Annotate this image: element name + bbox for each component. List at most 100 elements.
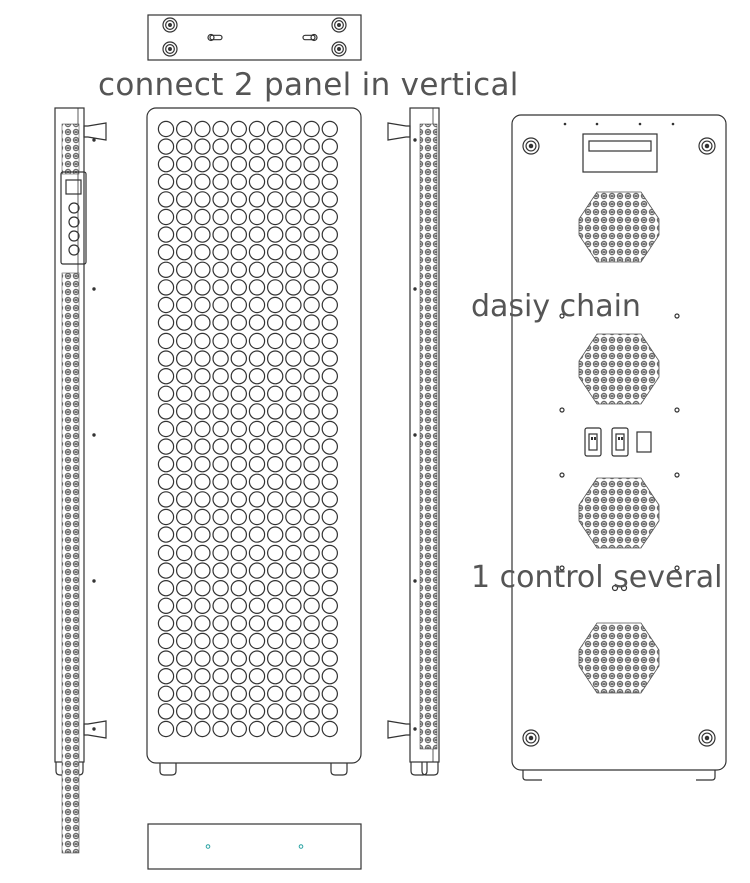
led-lens [267, 491, 284, 508]
led-lens [212, 526, 229, 543]
led-lens [175, 526, 193, 543]
right-side-view [387, 107, 440, 776]
led-lens [194, 491, 211, 508]
led-lens [194, 685, 211, 703]
led-lens [303, 155, 320, 173]
led-lens [212, 580, 229, 597]
led-lens [157, 261, 175, 278]
foot [696, 770, 716, 781]
rocker-switch-icon [636, 431, 652, 453]
led-lens [248, 403, 266, 420]
led-lens [230, 508, 247, 526]
foot [330, 763, 348, 776]
screw-hole-icon [698, 137, 716, 155]
led-lens [267, 438, 284, 455]
led-lens [212, 562, 229, 579]
led-lens [157, 526, 175, 543]
led-lens [248, 632, 266, 650]
led-lens [285, 615, 302, 632]
led-lens [212, 368, 229, 385]
led-lens [194, 456, 211, 473]
led-lens [175, 243, 193, 261]
led-lens [303, 191, 320, 208]
led-lens [303, 473, 320, 490]
led-lens [285, 508, 302, 526]
led-lens [248, 491, 266, 508]
led-lens [230, 562, 247, 579]
led-lens [285, 668, 302, 685]
led-lens [248, 261, 266, 278]
led-lens [157, 632, 175, 650]
led-lens [194, 703, 211, 720]
indicator-dot [413, 579, 417, 583]
led-lens [248, 350, 266, 367]
led-lens [267, 368, 284, 385]
led-lens [267, 720, 284, 738]
led-lens [285, 632, 302, 650]
led-lens [175, 261, 193, 278]
led-lens [230, 279, 247, 296]
indicator-dot [413, 138, 417, 142]
led-lens [248, 243, 266, 261]
led-lens [230, 403, 247, 420]
led-lens [230, 685, 247, 703]
led-lens [248, 508, 266, 526]
led-lens [175, 668, 193, 685]
iec-power-socket-icon [611, 427, 629, 457]
led-lens [230, 261, 247, 278]
led-lens [230, 580, 247, 597]
led-lens [285, 544, 302, 562]
vent-dot [638, 122, 642, 126]
handle-grip [588, 140, 652, 152]
led-lens [303, 243, 320, 261]
led-lens [157, 155, 175, 173]
led-lens [194, 155, 211, 173]
led-lens [248, 138, 266, 155]
led-lens [303, 350, 320, 367]
led-lens [194, 296, 211, 314]
led-lens [248, 314, 266, 331]
led-lens [267, 403, 284, 420]
led-lens [230, 173, 247, 190]
led-strip [419, 123, 438, 750]
screw-hole-icon [522, 137, 540, 155]
bracket-plate [147, 14, 362, 61]
led-lens [212, 473, 229, 490]
led-lens [212, 615, 229, 632]
led-lens [157, 438, 175, 455]
led-lens [157, 368, 175, 385]
mounting-hole [559, 472, 565, 478]
led-lens [303, 138, 320, 155]
iec-power-socket-icon [584, 427, 602, 457]
control-display [65, 179, 82, 195]
control-button [68, 244, 80, 256]
vent-dot [563, 122, 567, 126]
led-lens [321, 120, 338, 138]
led-lens [194, 597, 211, 615]
led-lens [194, 279, 211, 296]
led-lens [230, 650, 247, 667]
data-connector [611, 584, 619, 592]
led-lens [303, 597, 320, 615]
screw-hole-icon [522, 729, 540, 747]
led-lens [303, 562, 320, 579]
led-lens [230, 314, 247, 331]
led-lens [303, 173, 320, 190]
led-lens [212, 332, 229, 350]
led-lens [285, 473, 302, 490]
led-lens [248, 296, 266, 314]
led-lens [248, 279, 266, 296]
mounting-hole [559, 313, 565, 319]
control-box [60, 171, 87, 265]
led-lens [212, 597, 229, 615]
caption-daisy-chain: dasiy chain [471, 289, 641, 324]
cooling-fan-grille-icon [578, 333, 660, 405]
mounting-hole [674, 565, 680, 571]
led-lens [321, 296, 338, 314]
led-lens [212, 703, 229, 720]
led-lens [157, 615, 175, 632]
led-lens [212, 138, 229, 155]
indicator-dot [413, 727, 417, 731]
led-lens [157, 703, 175, 720]
